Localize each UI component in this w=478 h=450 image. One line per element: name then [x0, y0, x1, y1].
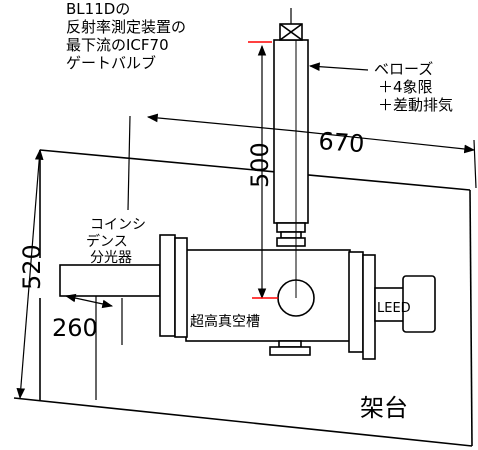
bellows-line-1: ベローズ — [374, 60, 433, 78]
top-note-line-4: ゲートバルブ — [66, 54, 156, 72]
bellows-line-2: ＋4象限 — [378, 78, 433, 96]
red-tick-marks — [248, 41, 278, 299]
spectrometer-line-3: 分光器 — [90, 250, 132, 266]
dim-520-label: 520 — [18, 244, 46, 290]
left-flange — [159, 234, 188, 338]
tube-flanges — [276, 222, 306, 247]
chamber-label: 超高真空槽 — [190, 313, 260, 330]
top-note-line-3: 最下流のICF70 — [66, 36, 169, 54]
table-label: 架台 — [360, 394, 408, 422]
right-flange — [348, 251, 376, 360]
spectrometer-arm — [59, 264, 161, 297]
dimension-670-line — [127, 113, 477, 211]
dimension-520-line — [16, 148, 44, 400]
top-note-line-1: BL11Dの — [66, 0, 130, 18]
spectrometer-line-2: デンス — [86, 233, 128, 250]
top-note-line-2: 反射率測定装置の — [66, 18, 186, 36]
dim-500-label: 500 — [246, 142, 274, 188]
bottom-port — [269, 340, 311, 356]
dim-260-label: 260 — [52, 314, 98, 342]
leed-label: LEED — [377, 301, 411, 316]
bellows-line-3: ＋差動排気 — [378, 96, 453, 114]
spectrometer-line-1: コインシ — [90, 217, 146, 233]
chamber-body — [185, 249, 351, 342]
gate-valve-icon — [279, 23, 303, 41]
dimension-260-line — [64, 293, 123, 400]
bellows-leader — [308, 62, 369, 71]
dim-670-label: 670 — [318, 127, 366, 158]
leed-unit — [374, 275, 436, 333]
